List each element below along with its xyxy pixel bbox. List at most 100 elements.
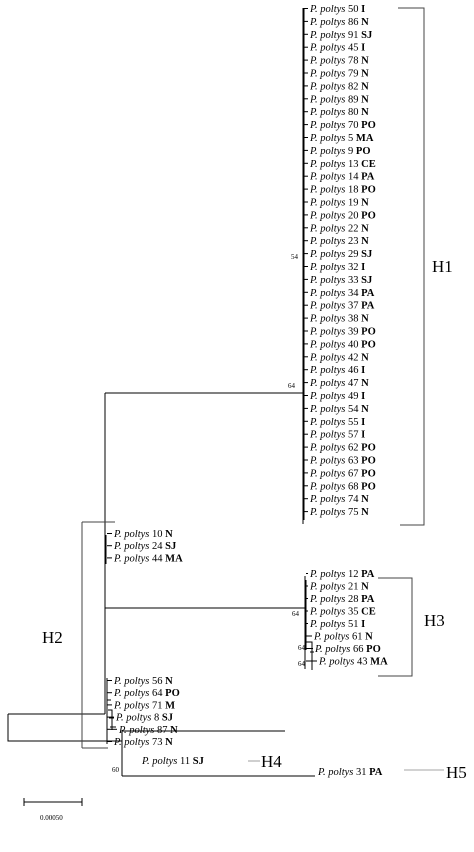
leaf-label: P. poltys 86 N [309,17,369,28]
leaf-label: P. poltys 87 N [118,725,178,736]
leaf-species: P. poltys [309,159,348,170]
leaf-species: P. poltys [309,94,348,105]
bootstrap-value: 60 [112,766,120,774]
leaf-species: P. poltys [115,713,154,724]
leaf-site: N [361,582,369,593]
leaf-id: 19 [348,198,361,209]
leaf-site: PO [361,120,376,131]
leaf-label: P. poltys 64 PO [113,688,180,699]
leaf-species: P. poltys [309,352,348,363]
leaf-site: N [361,314,369,325]
leaf-species: P. poltys [317,767,356,778]
leaf-site: N [361,107,369,118]
leaf-site: I [361,262,365,273]
leaf-site: PO [361,185,376,196]
leaf-site: PO [361,456,376,467]
leaf-id: 61 [352,632,365,643]
leaf-id: 44 [152,553,165,564]
leaf-id: 87 [157,725,170,736]
bootstrap-value: 64 [298,644,306,652]
leaf-label: P. poltys 43 MA [318,657,388,668]
leaf-label: P. poltys 40 PO [309,339,376,350]
leaf-site: N [361,69,369,80]
leaf-label: P. poltys 35 CE [309,607,376,618]
leaf-site: PA [361,301,375,312]
leaf-species: P. poltys [309,185,348,196]
leaf-id: 43 [357,657,370,668]
leaf-label: P. poltys 82 N [309,81,369,92]
leaf-site: MA [356,133,374,144]
leaf-site: I [361,4,365,15]
leaf-label: P. poltys 68 PO [309,481,376,492]
leaf-id: 50 [348,4,361,15]
leaf-species: P. poltys [309,30,348,41]
leaf-species: P. poltys [309,430,348,441]
leaf-label: P. poltys 45 I [309,43,365,54]
leaf-species: P. poltys [309,417,348,428]
leaf-site: PA [361,288,375,299]
clade-label-h3: H3 [424,611,445,630]
leaf-id: 63 [348,456,361,467]
leaf-species: P. poltys [309,378,348,389]
leaf-site: SJ [165,541,176,552]
leaf-site: PA [361,594,375,605]
leaf-id: 13 [348,159,361,170]
leaf-id: 32 [348,262,361,273]
leaf-species: P. poltys [309,327,348,338]
leaf-site: N [165,676,173,687]
leaf-species: P. poltys [309,4,348,15]
leaf-label: P. poltys 8 SJ [115,713,173,724]
leaf-species: P. poltys [309,339,348,350]
leaf-site: PO [165,688,180,699]
leaf-id: 49 [348,391,361,402]
leaf-id: 56 [152,676,165,687]
leaf-species: P. poltys [309,262,348,273]
leaf-label: P. poltys 70 PO [309,120,376,131]
leaf-id: 67 [348,468,361,479]
leaf-label: P. poltys 9 PO [309,146,371,157]
leaf-species: P. poltys [309,443,348,454]
leaf-label: P. poltys 37 PA [309,301,375,312]
leaf-label: P. poltys 78 N [309,56,369,67]
leaf-species: P. poltys [113,541,152,552]
leaf-species: P. poltys [309,275,348,286]
leaf-species: P. poltys [309,81,348,92]
leaf-label: P. poltys 62 PO [309,443,376,454]
leaf-label: P. poltys 50 I [309,4,365,15]
leaf-label: P. poltys 24 SJ [113,541,176,552]
leaf-site: N [361,507,369,518]
leaf-species: P. poltys [309,468,348,479]
leaf-species: P. poltys [118,725,157,736]
leaf-label: P. poltys 71 M [113,700,175,711]
leaf-species: P. poltys [113,553,152,564]
leaf-species: P. poltys [309,249,348,260]
leaf-id: 82 [348,81,361,92]
leaf-label: P. poltys 22 N [309,223,369,234]
leaf-species: P. poltys [309,404,348,415]
leaf-species: P. poltys [309,619,348,630]
leaf-label: P. poltys 39 PO [309,327,376,338]
leaf-label: P. poltys 28 PA [309,594,375,605]
leaf-label: P. poltys 80 N [309,107,369,118]
clade-label-h2: H2 [42,628,63,647]
leaf-id: 29 [348,249,361,260]
leaf-id: 46 [348,365,361,376]
leaf-label: P. poltys 21 N [309,582,369,593]
leaf-id: 33 [348,275,361,286]
leaf-site: PO [361,210,376,221]
leaf-species: P. poltys [113,529,152,540]
leaf-id: 89 [348,94,361,105]
leaf-id: 51 [348,619,361,630]
leaf-species: P. poltys [309,456,348,467]
leaf-id: 45 [348,43,361,54]
leaf-species: P. poltys [309,365,348,376]
leaf-label: P. poltys 79 N [309,69,369,80]
leaf-label: P. poltys 19 N [309,198,369,209]
leaf-id: 10 [152,529,165,540]
leaf-labels: P. poltys 50 IP. poltys 86 NP. poltys 91… [107,4,388,778]
leaf-site: MA [165,553,183,564]
leaf-site: N [361,494,369,505]
leaf-species: P. poltys [314,644,353,655]
leaf-id: 71 [152,700,165,711]
